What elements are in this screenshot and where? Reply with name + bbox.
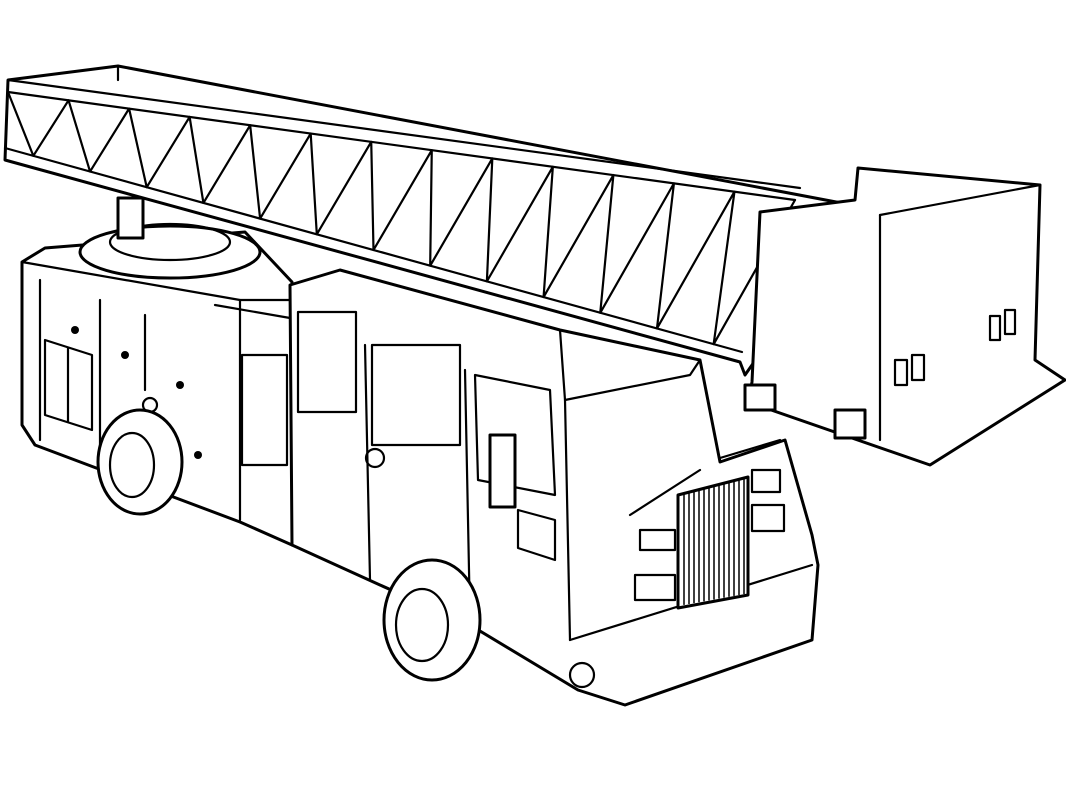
front-grille xyxy=(628,438,786,610)
ladder-turntable xyxy=(78,196,262,280)
ladder-truss-zigzag xyxy=(6,90,797,346)
rear-wheel xyxy=(96,408,184,516)
ladder-basket xyxy=(743,166,1066,467)
front-wheel xyxy=(382,558,482,682)
